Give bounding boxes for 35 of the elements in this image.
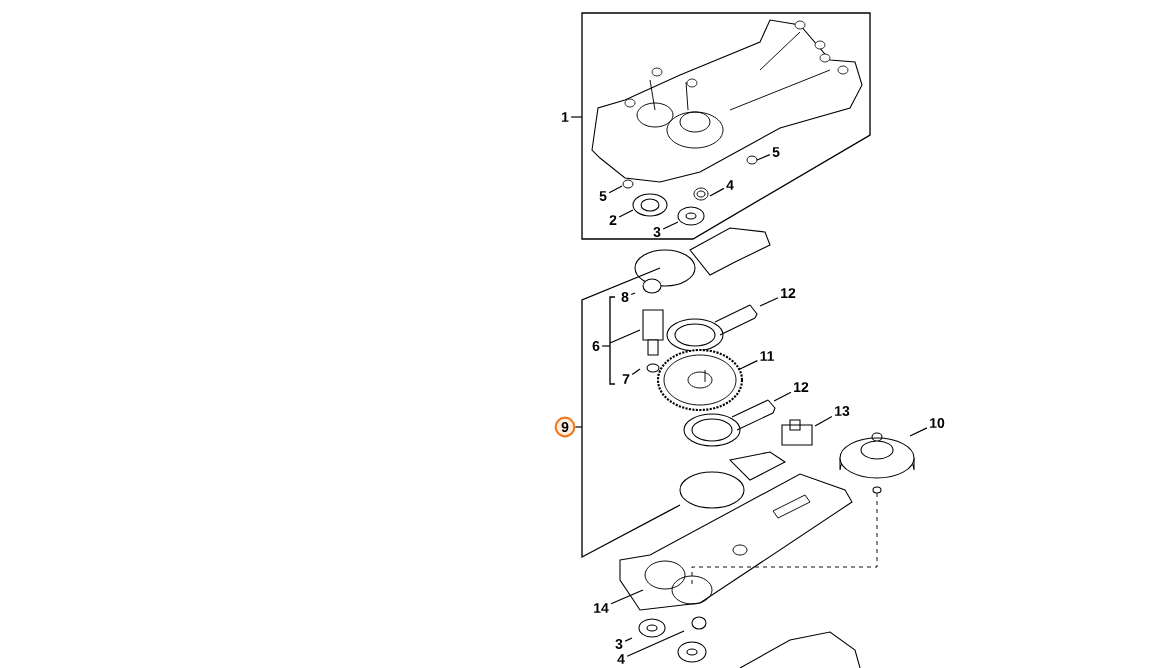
callout-number: 5	[772, 147, 780, 157]
callout-number: 2	[609, 215, 617, 225]
callout-number: 12	[781, 288, 796, 298]
leader-line	[814, 416, 833, 427]
callout-number: 4	[726, 180, 734, 190]
group-frame	[581, 12, 871, 240]
circled-callout-number: 9	[554, 416, 576, 438]
leader-line	[618, 209, 634, 218]
callout-number: 10	[930, 418, 945, 428]
callout-number: 13	[835, 406, 850, 416]
leader-line	[759, 297, 779, 307]
leader-line	[756, 154, 771, 161]
callout-number: 3	[653, 227, 661, 237]
bracket	[581, 267, 681, 559]
callout-number: 5	[599, 191, 607, 201]
callout-number: 11	[760, 351, 774, 361]
leader-line	[662, 221, 679, 230]
leader-line	[631, 368, 641, 376]
callout-number: 3	[615, 639, 623, 649]
callout-number: 4	[617, 654, 625, 664]
leader-line	[630, 292, 636, 296]
leader-line	[608, 185, 623, 194]
leader-line	[773, 391, 792, 402]
callout-number: 12	[794, 382, 809, 392]
leader-line	[570, 116, 583, 118]
leader-line	[909, 427, 928, 437]
leader-line	[610, 589, 644, 605]
callout-number: 1	[562, 112, 569, 122]
callout-number: 14	[594, 603, 609, 613]
leader-line	[739, 360, 758, 370]
leader-line	[574, 426, 583, 428]
leader-line	[626, 630, 685, 657]
leader-line	[601, 345, 611, 347]
leader-line	[624, 637, 633, 642]
leader-line	[709, 187, 725, 197]
